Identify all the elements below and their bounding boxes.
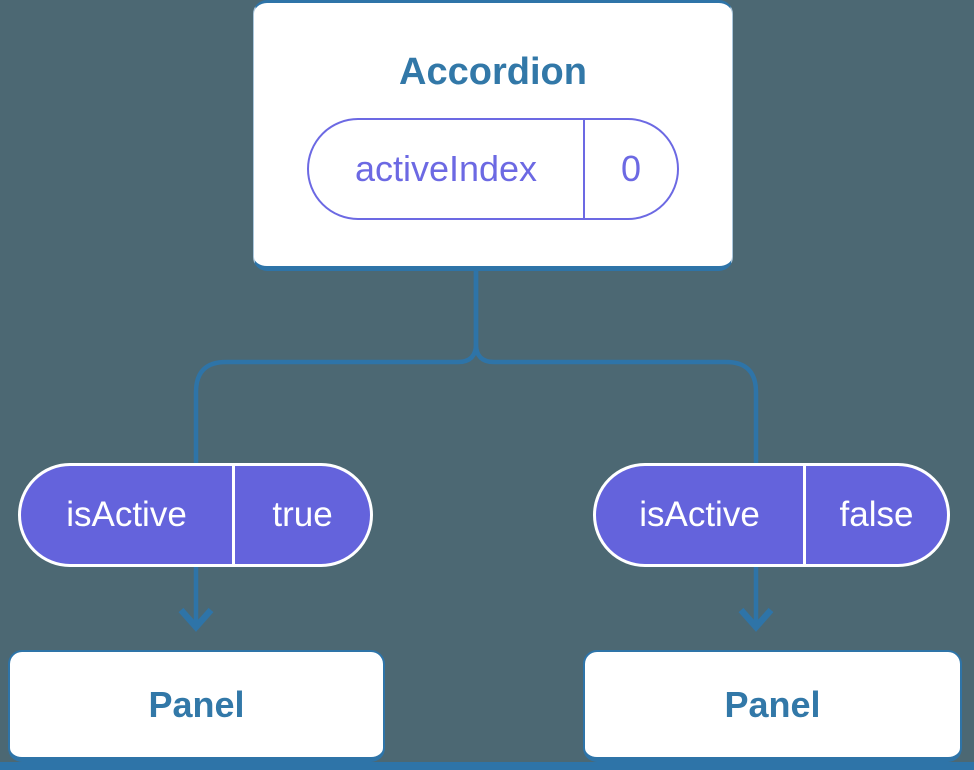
arrow-down-icon-right xyxy=(738,607,774,632)
bottom-edge-line xyxy=(0,762,974,770)
prop-name-label: isActive xyxy=(66,495,187,534)
connector-right-branch xyxy=(473,269,759,626)
panel-label: Panel xyxy=(148,683,245,725)
panel-card-left: Panel xyxy=(8,650,385,762)
accordion-title: Accordion xyxy=(399,51,587,93)
prop-value-label: false xyxy=(803,466,947,564)
panel-card-right: Panel xyxy=(583,650,962,762)
activeindex-prop-pill: activeIndex 0 xyxy=(307,118,679,220)
prop-value-label: 0 xyxy=(583,120,677,218)
prop-name-label: isActive xyxy=(639,495,760,534)
isactive-prop-pill-left: isActive true xyxy=(18,463,373,567)
arrow-down-icon-left xyxy=(178,607,214,632)
accordion-card: Accordion activeIndex 0 xyxy=(253,0,733,271)
panel-label: Panel xyxy=(724,683,821,725)
prop-name-label: activeIndex xyxy=(354,148,538,189)
connector-left-branch xyxy=(193,269,479,626)
prop-value-label: true xyxy=(232,466,370,564)
isactive-prop-pill-right: isActive false xyxy=(593,463,950,567)
